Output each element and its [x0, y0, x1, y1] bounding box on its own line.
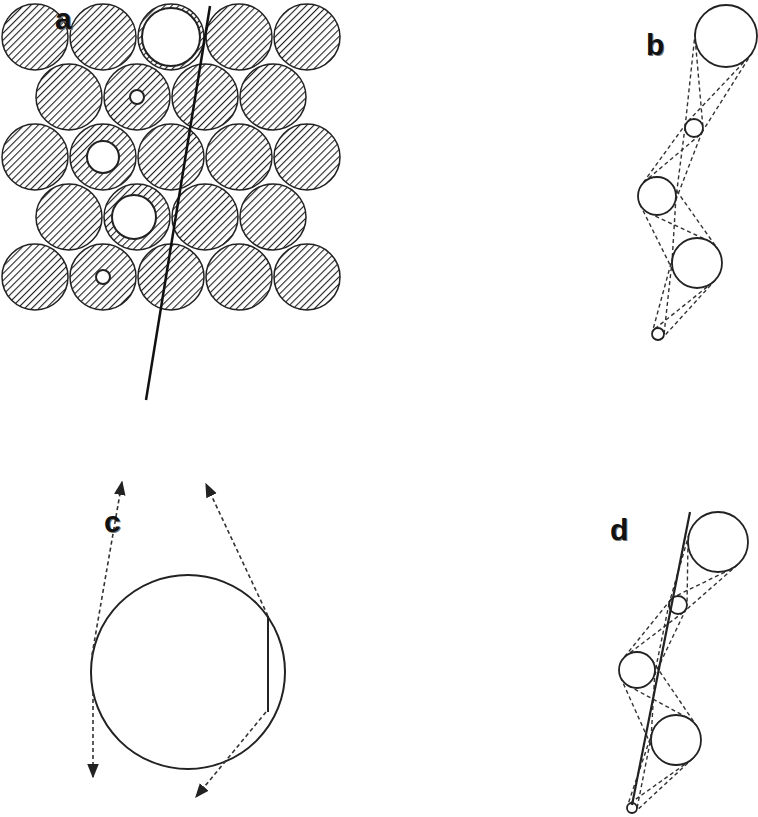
hatched-circle — [36, 64, 102, 130]
panel-letter: c — [104, 507, 121, 537]
circle — [91, 575, 285, 769]
hatched-circle — [274, 4, 340, 70]
circle — [688, 512, 748, 572]
tangent-line — [642, 123, 687, 185]
hole — [142, 8, 200, 66]
circle-chain-b — [638, 5, 757, 340]
hatched-circle — [206, 244, 272, 310]
hatched-circle — [138, 4, 204, 70]
tangent-line — [626, 612, 683, 655]
panel-letter: d — [610, 515, 628, 545]
hatched-circle — [138, 124, 204, 190]
packed-circles — [2, 4, 340, 400]
hole — [96, 270, 110, 284]
panel-letter: a — [55, 4, 72, 34]
hatched-circle — [138, 244, 204, 310]
tangent-line — [676, 127, 685, 199]
hatched-circle — [240, 184, 306, 250]
dashed-arrow — [206, 484, 268, 616]
circle — [672, 238, 722, 288]
tangent-line — [652, 256, 673, 332]
hatched-circle — [104, 64, 170, 130]
hole — [130, 90, 144, 104]
hatched-circle — [70, 244, 136, 310]
hole — [87, 141, 119, 173]
dashed-arrow — [196, 712, 266, 797]
panel-letter: b — [646, 30, 664, 60]
hatched-circle — [172, 184, 238, 250]
tangent-line — [687, 57, 748, 122]
tangent-line — [635, 758, 693, 811]
hatched-circle — [274, 124, 340, 190]
circle — [652, 328, 664, 340]
circle — [695, 5, 757, 67]
hatched-circle — [70, 124, 136, 190]
hatched-circle — [172, 64, 238, 130]
hatched-circle — [70, 4, 136, 70]
circle — [685, 119, 703, 137]
chord — [267, 616, 269, 712]
tangent-line — [655, 603, 670, 673]
hatched-circle — [274, 244, 340, 310]
hatched-circle — [206, 124, 272, 190]
tangent-line — [687, 542, 688, 606]
hole — [112, 195, 156, 239]
hatched-circle — [206, 4, 272, 70]
tangent-line — [664, 260, 672, 334]
dashed-arrow — [92, 482, 122, 655]
hatched-circle — [36, 184, 102, 250]
tangent-line — [675, 131, 703, 203]
straight-line — [632, 512, 690, 805]
tangent-line — [662, 280, 715, 338]
hatched-circle — [2, 124, 68, 190]
circle-chain-d — [619, 512, 748, 813]
tangent-line — [645, 135, 700, 182]
circle — [651, 715, 701, 765]
single-circle — [91, 482, 285, 797]
tangent-line — [654, 283, 712, 330]
circle — [638, 177, 676, 215]
circle — [619, 652, 655, 688]
hatched-circle — [104, 184, 170, 250]
hatched-circle — [240, 64, 306, 130]
section-line — [146, 6, 210, 400]
tangent-line — [629, 760, 690, 804]
tangent-line — [685, 33, 695, 127]
tangent-line — [649, 213, 707, 240]
hatched-circle — [2, 244, 68, 310]
tangent-line — [628, 686, 687, 718]
dashed-arrow — [92, 692, 94, 777]
tangent-line — [674, 569, 731, 597]
